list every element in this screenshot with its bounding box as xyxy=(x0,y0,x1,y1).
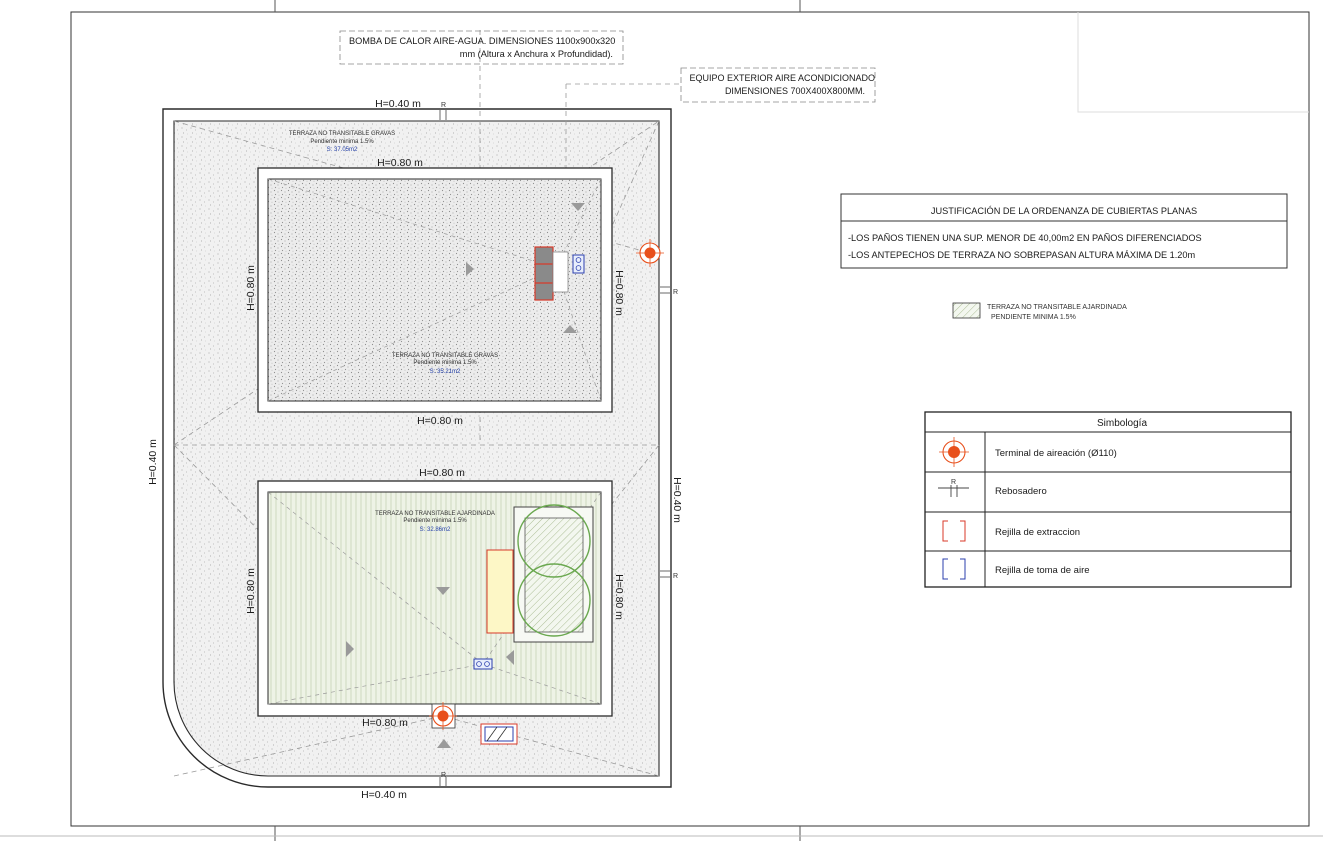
tree-canopy xyxy=(517,563,591,637)
dim-lower-bottom: H=0.80 m xyxy=(362,717,408,729)
ac-callout-line1: EQUIPO EXTERIOR AIRE ACONDICIONADO xyxy=(689,73,875,83)
symbology-row-label: Rejilla de toma de aire xyxy=(995,565,1090,576)
dim-upper-left: H=0.80 m xyxy=(245,265,257,311)
outer-zone-area: S: 37.05m2 xyxy=(327,147,358,153)
justification-box xyxy=(840,193,1288,269)
dim-outer-top: H=0.40 m xyxy=(375,98,421,110)
lower-zone-slope: Pendiente minima 1.5% xyxy=(403,518,467,524)
slope-arrows xyxy=(346,203,585,748)
upper-zone-area: S: 35.21m2 xyxy=(430,369,461,375)
overflow-label: R xyxy=(441,772,446,779)
overflow-icon-label: R xyxy=(951,479,956,486)
heat-pump-unit xyxy=(534,246,554,301)
overflow-label: R xyxy=(673,573,678,580)
extraction-grille-icon xyxy=(942,520,966,542)
symbology-table xyxy=(924,411,1292,588)
dim-upper-right: H=0.80 m xyxy=(613,270,625,316)
justification-title: JUSTIFICACIÓN DE LA ORDENANZA DE CUBIERT… xyxy=(931,206,1197,216)
aeration-terminal-icon xyxy=(636,239,664,267)
heat-pump-callout-box xyxy=(339,30,624,65)
sheet-frame xyxy=(70,11,1310,827)
garden-legend-line2: PENDIENTE MINIMA 1.5% xyxy=(991,314,1076,321)
ac-callout-box xyxy=(680,67,876,103)
lower-zone-title: TERRAZA NO TRANSITABLE AJARDINADA xyxy=(375,511,495,517)
overflow-label: R xyxy=(673,289,678,296)
symbology-row-label: Rejilla de extraccion xyxy=(995,527,1080,538)
air-intake-grille-upper xyxy=(572,254,585,274)
upper-zone-title: TERRAZA NO TRANSITABLE GRAVAS xyxy=(392,353,498,359)
dim-outer-right: H=0.40 m xyxy=(671,477,683,523)
symbology-row-label: Rebosadero xyxy=(995,486,1047,497)
dim-upper-top: H=0.80 m xyxy=(377,157,423,169)
tree-planter-inner xyxy=(524,517,584,633)
title-block-outline xyxy=(1077,12,1309,113)
dim-lower-right: H=0.80 m xyxy=(613,574,625,620)
lower-zone-area: S: 32.86m2 xyxy=(420,527,451,533)
ac-outdoor-unit xyxy=(552,251,569,293)
overflow-icon xyxy=(938,485,969,497)
symbology-row-label: Terminal de aireación (Ø110) xyxy=(995,448,1117,459)
dim-outer-left: H=0.40 m xyxy=(147,439,159,485)
garden-legend-line1: TERRAZA NO TRANSITABLE AJARDINADA xyxy=(987,304,1127,311)
dim-outer-bottom: H=0.40 m xyxy=(361,789,407,801)
skylight xyxy=(480,723,518,745)
yellow-planter xyxy=(486,549,514,634)
upper-zone-slope: Pendiente minima 1.5% xyxy=(413,360,477,366)
justification-line2: -LOS ANTEPECHOS DE TERRAZA NO SOBREPASAN… xyxy=(848,250,1196,260)
outer-zone-slope: Pendiente minima 1.5% xyxy=(310,139,374,145)
overflow-label: R xyxy=(441,102,446,109)
air-intake-grille-lower xyxy=(473,658,493,670)
tree-canopy xyxy=(517,504,591,578)
dim-upper-bottom: H=0.80 m xyxy=(417,415,463,427)
justification-line1: -LOS PAÑOS TIENEN UNA SUP. MENOR DE 40,0… xyxy=(848,233,1202,243)
heat-pump-callout-line2: mm (Altura x Anchura x Profundidad). xyxy=(460,49,613,59)
aeration-terminal-icon xyxy=(429,702,457,730)
ac-callout-line2: DIMENSIONES 700X400X800MM. xyxy=(725,86,865,96)
aeration-terminal-icon xyxy=(939,437,969,467)
garden-legend-swatch xyxy=(952,302,981,319)
symbology-title: Simbología xyxy=(1097,418,1147,429)
dim-lower-top: H=0.80 m xyxy=(419,467,465,479)
heat-pump-callout-line1: BOMBA DE CALOR AIRE-AGUA. DIMENSIONES 11… xyxy=(349,36,615,46)
outer-zone-title: TERRAZA NO TRANSITABLE GRAVAS xyxy=(289,131,395,137)
dim-lower-left: H=0.80 m xyxy=(245,568,257,614)
air-intake-grille-icon xyxy=(942,558,966,580)
overflow-icon xyxy=(439,110,670,786)
